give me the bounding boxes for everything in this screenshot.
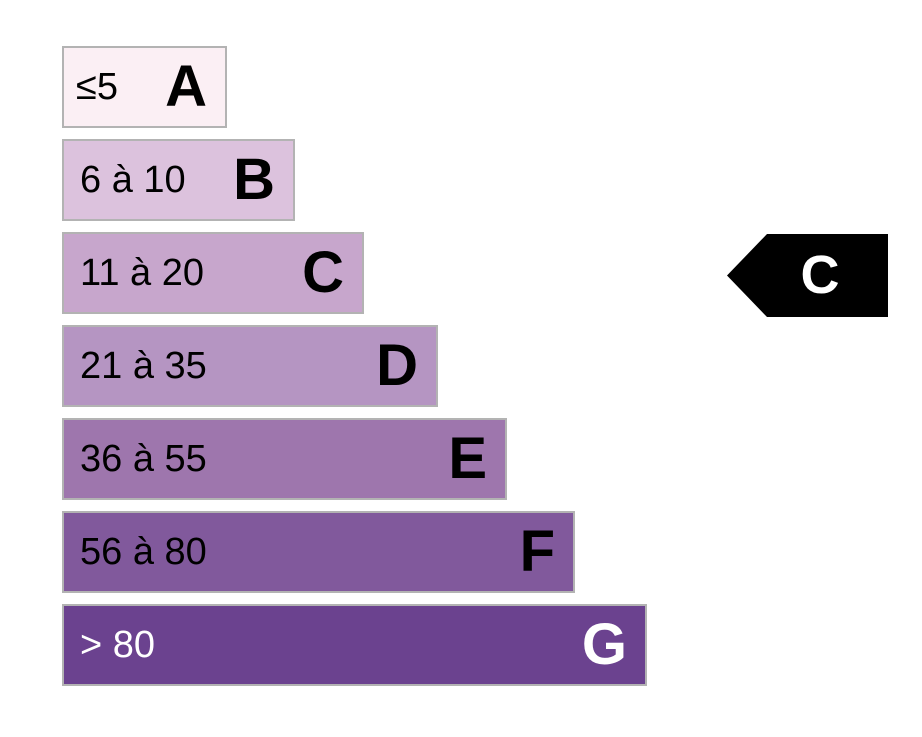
rating-range-a: ≤5 bbox=[76, 66, 118, 108]
arrow-pointer-icon bbox=[727, 234, 888, 317]
rating-letter-g: G bbox=[581, 612, 627, 677]
rating-bar-b: 6 à 10 B bbox=[62, 139, 295, 221]
rating-letter-c: C bbox=[302, 240, 344, 305]
rating-bar-a: ≤5 A bbox=[62, 46, 227, 128]
rating-letter-e: E bbox=[448, 426, 487, 491]
rating-bar-g: > 80 G bbox=[62, 604, 647, 686]
rating-range-e: 36 à 55 bbox=[80, 438, 207, 480]
rating-range-g: > 80 bbox=[80, 624, 156, 666]
rating-range-d: 21 à 35 bbox=[80, 345, 207, 387]
rating-range-f: 56 à 80 bbox=[80, 531, 207, 573]
rating-letter-b: B bbox=[233, 147, 275, 212]
rating-letter-d: D bbox=[376, 333, 418, 398]
rating-bar-f: 56 à 80 F bbox=[62, 511, 575, 593]
rating-bar-d: 21 à 35 D bbox=[62, 325, 438, 407]
rating-letter-f: F bbox=[519, 519, 555, 584]
rating-bar-e: 36 à 55 E bbox=[62, 418, 507, 500]
current-rating-indicator: C bbox=[727, 234, 888, 317]
rating-range-b: 6 à 10 bbox=[80, 159, 186, 201]
rating-letter-a: A bbox=[165, 54, 207, 119]
rating-range-c: 11 à 20 bbox=[80, 252, 204, 294]
rating-bar-c: 11 à 20 C bbox=[62, 232, 364, 314]
current-rating-letter: C bbox=[800, 245, 840, 305]
